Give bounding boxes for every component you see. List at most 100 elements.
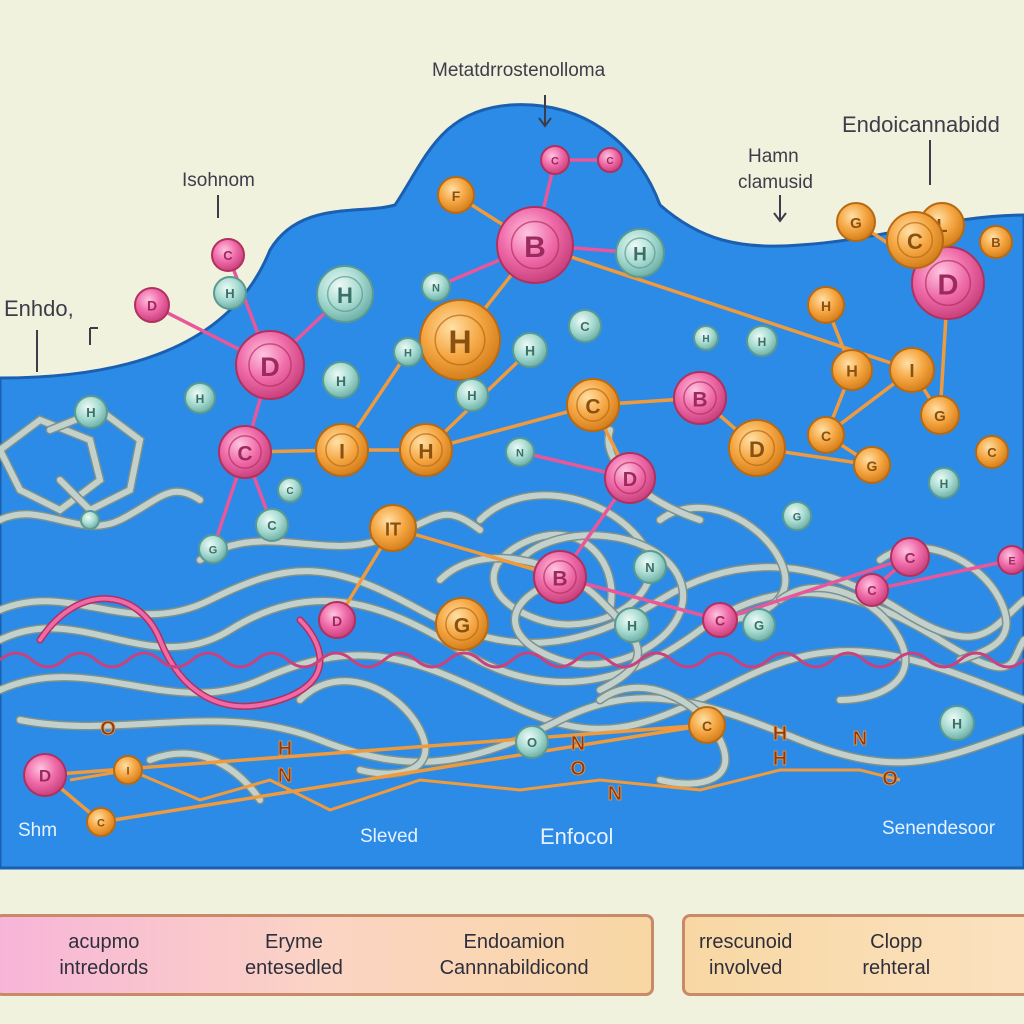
bond bbox=[43, 723, 709, 777]
label-sleved: Sleved bbox=[360, 826, 419, 847]
teal-atom: O bbox=[515, 725, 549, 759]
orange-atom: I bbox=[889, 347, 935, 393]
bond bbox=[870, 558, 1014, 592]
atom-letter: L bbox=[937, 216, 948, 236]
strand bbox=[0, 488, 203, 529]
atom-letter: D bbox=[332, 613, 342, 629]
teal-atom: G bbox=[742, 608, 776, 642]
atom-letter: I bbox=[126, 765, 129, 777]
orange-atom: C bbox=[886, 211, 944, 269]
pink-atom: C bbox=[597, 147, 623, 173]
orange-atom: G bbox=[853, 446, 891, 484]
orange-atom: G bbox=[836, 202, 876, 242]
atom-letter: G bbox=[850, 215, 862, 232]
bond bbox=[533, 243, 914, 372]
atom-letter: H bbox=[467, 388, 476, 403]
teal-atom: H bbox=[74, 395, 108, 429]
atom-letter: B bbox=[692, 388, 707, 411]
atom-letter: H bbox=[627, 617, 637, 633]
teal-atom: C bbox=[255, 508, 289, 542]
pink-atom: D bbox=[235, 330, 305, 400]
bond bbox=[391, 526, 562, 579]
pink-atom: C bbox=[855, 573, 889, 607]
orange-atom: H bbox=[399, 423, 453, 477]
orange-atom: D bbox=[728, 419, 786, 477]
teal-atom: N bbox=[633, 550, 667, 584]
atom-letter: H bbox=[418, 440, 433, 463]
label-center-right-1: Hamn bbox=[748, 146, 799, 167]
atom-letter: H bbox=[758, 335, 767, 349]
chain-atom-letter: N bbox=[571, 733, 585, 755]
teal-atom: N bbox=[505, 437, 535, 467]
atom-letter: D bbox=[39, 767, 51, 786]
chain-atom-letter: H bbox=[773, 748, 787, 770]
pink-atom: E bbox=[997, 545, 1024, 575]
teal-atom: H bbox=[615, 228, 665, 278]
teal-atom: H bbox=[614, 607, 650, 643]
label-center-right-2: clamusid bbox=[738, 172, 813, 193]
atom-letter: D bbox=[623, 469, 637, 491]
chain-atom-letter: H bbox=[278, 738, 292, 760]
atom-letter: N bbox=[516, 447, 524, 459]
teal-atom: H bbox=[213, 276, 247, 310]
chain-atom-letter: N bbox=[608, 783, 622, 805]
atom-letter: H bbox=[225, 286, 234, 301]
teal-atom: H bbox=[184, 382, 216, 414]
atom-letter: I bbox=[909, 361, 914, 381]
atom-letter: G bbox=[934, 408, 946, 425]
pink-atom: D bbox=[604, 452, 656, 504]
orange-atom: C bbox=[975, 435, 1009, 469]
atom-letter: G bbox=[754, 618, 764, 633]
teal-atom: C bbox=[277, 477, 303, 503]
teal-atom: H bbox=[455, 378, 489, 412]
atom-letter: C bbox=[551, 155, 559, 167]
wavy-chain bbox=[0, 651, 1024, 669]
polymer-chain bbox=[0, 651, 1024, 812]
pink-atom: D bbox=[134, 287, 170, 323]
label-right: Endoicannabidd bbox=[842, 112, 1000, 137]
pink-atom: C bbox=[890, 537, 930, 577]
teal-atom: C bbox=[568, 309, 602, 343]
atom-letter: I bbox=[339, 440, 345, 463]
strand bbox=[0, 648, 1024, 732]
atom-letter: D bbox=[260, 352, 280, 382]
label-shm: Shm bbox=[18, 820, 58, 841]
pink-atom: C bbox=[540, 145, 570, 175]
leader-lines bbox=[36, 95, 931, 372]
teal-atom: H bbox=[322, 361, 360, 399]
teal-atom: H bbox=[746, 325, 778, 357]
orange-atom: G bbox=[435, 597, 489, 651]
protein-strands bbox=[0, 404, 1024, 805]
atom-letter: B bbox=[991, 235, 1000, 250]
chain-atom-letter: H bbox=[773, 723, 787, 745]
label-senend: Senendesoor bbox=[882, 818, 996, 839]
atom-letter: C bbox=[907, 229, 923, 254]
atom-letter: C bbox=[267, 518, 277, 533]
strand bbox=[17, 695, 1024, 766]
atom-letter: C bbox=[905, 550, 916, 567]
chain-atom-letter: N bbox=[278, 765, 292, 787]
atom-letter: C bbox=[987, 445, 997, 460]
bottom-chain bbox=[69, 768, 901, 812]
bond bbox=[99, 723, 709, 824]
atom-letter: H bbox=[336, 373, 346, 389]
atom-letter: E bbox=[1008, 555, 1015, 567]
atom-letter: D bbox=[749, 437, 765, 462]
atom-letter: B bbox=[524, 231, 546, 264]
atom-letter: H bbox=[525, 342, 535, 358]
atom-letter: H bbox=[702, 334, 709, 345]
teal-atom: H bbox=[316, 265, 374, 323]
atom-letter: H bbox=[821, 298, 831, 314]
orange-atom: C bbox=[86, 807, 116, 837]
atom-letter: C bbox=[606, 156, 613, 167]
bond bbox=[718, 555, 912, 622]
strand bbox=[0, 416, 104, 514]
atom-letter: H bbox=[196, 392, 205, 406]
atom-letter: N bbox=[432, 282, 440, 294]
label-enfocol: Enfocol bbox=[540, 824, 614, 849]
